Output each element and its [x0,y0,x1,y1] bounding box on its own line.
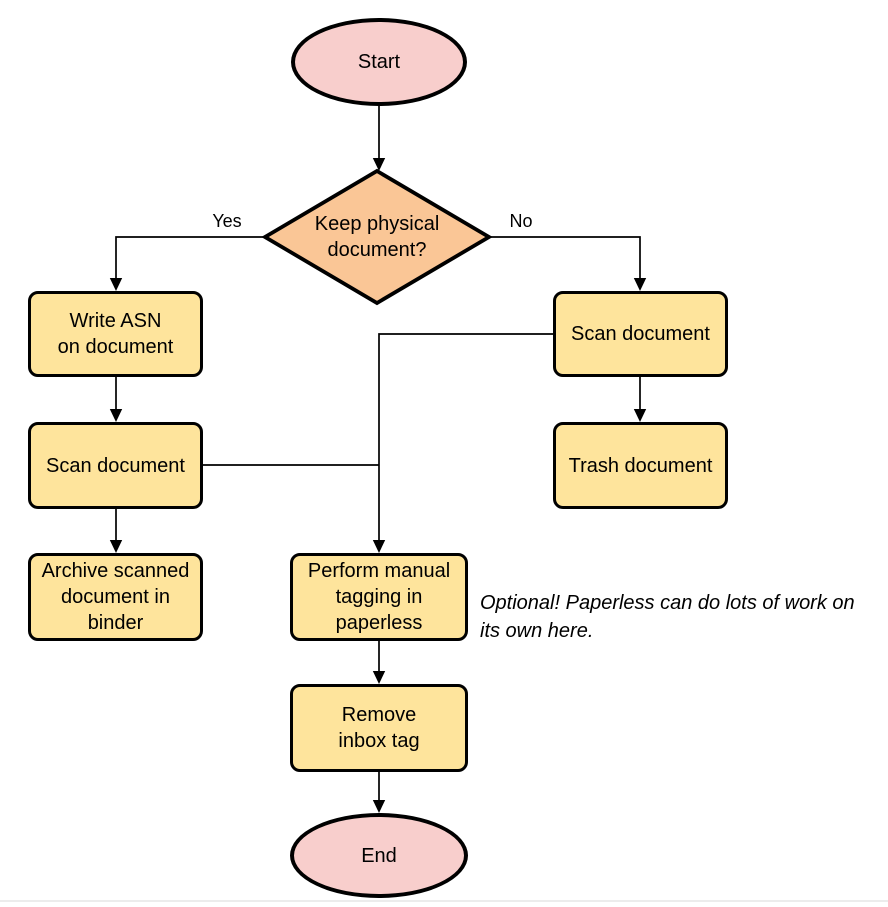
node-perform-manual-tagging: Perform manual tagging in paperless [290,553,468,641]
edge-scan-right-to-tagging [372,333,553,553]
edge-decision-no-to-scan-right [489,236,647,291]
node-write-asn-on-document: Write ASN on document [28,291,203,377]
node-scan-document-left: Scan document [28,422,203,509]
node-start: Start [291,18,467,106]
edge-start-to-decision [372,106,386,171]
annotation-optional-note: Optional! Paperless can do lots of work … [480,592,855,642]
edge-scan-right-to-trash [633,377,647,422]
edge-scan-left-to-archive [109,509,123,553]
edge-decision-yes-to-write-asn [109,236,265,291]
edge-label-no: No [509,211,533,231]
edge-remove-inbox-to-end [372,772,386,813]
edge-label-yes: Yes [212,211,242,231]
node-end: End [290,813,468,898]
node-remove-inbox-tag: Remove inbox tag [290,684,468,772]
node-scan-document-right: Scan document [553,291,728,377]
edge-tagging-to-remove-inbox [372,641,386,684]
node-trash-document: Trash document [553,422,728,509]
page-bottom-rule [0,900,888,902]
node-decision-keep-physical-document: Keep physical document? [314,213,440,261]
edge-write-asn-to-scan-left [109,377,123,422]
node-archive-scanned-document: Archive scanned document in binder [28,553,203,641]
